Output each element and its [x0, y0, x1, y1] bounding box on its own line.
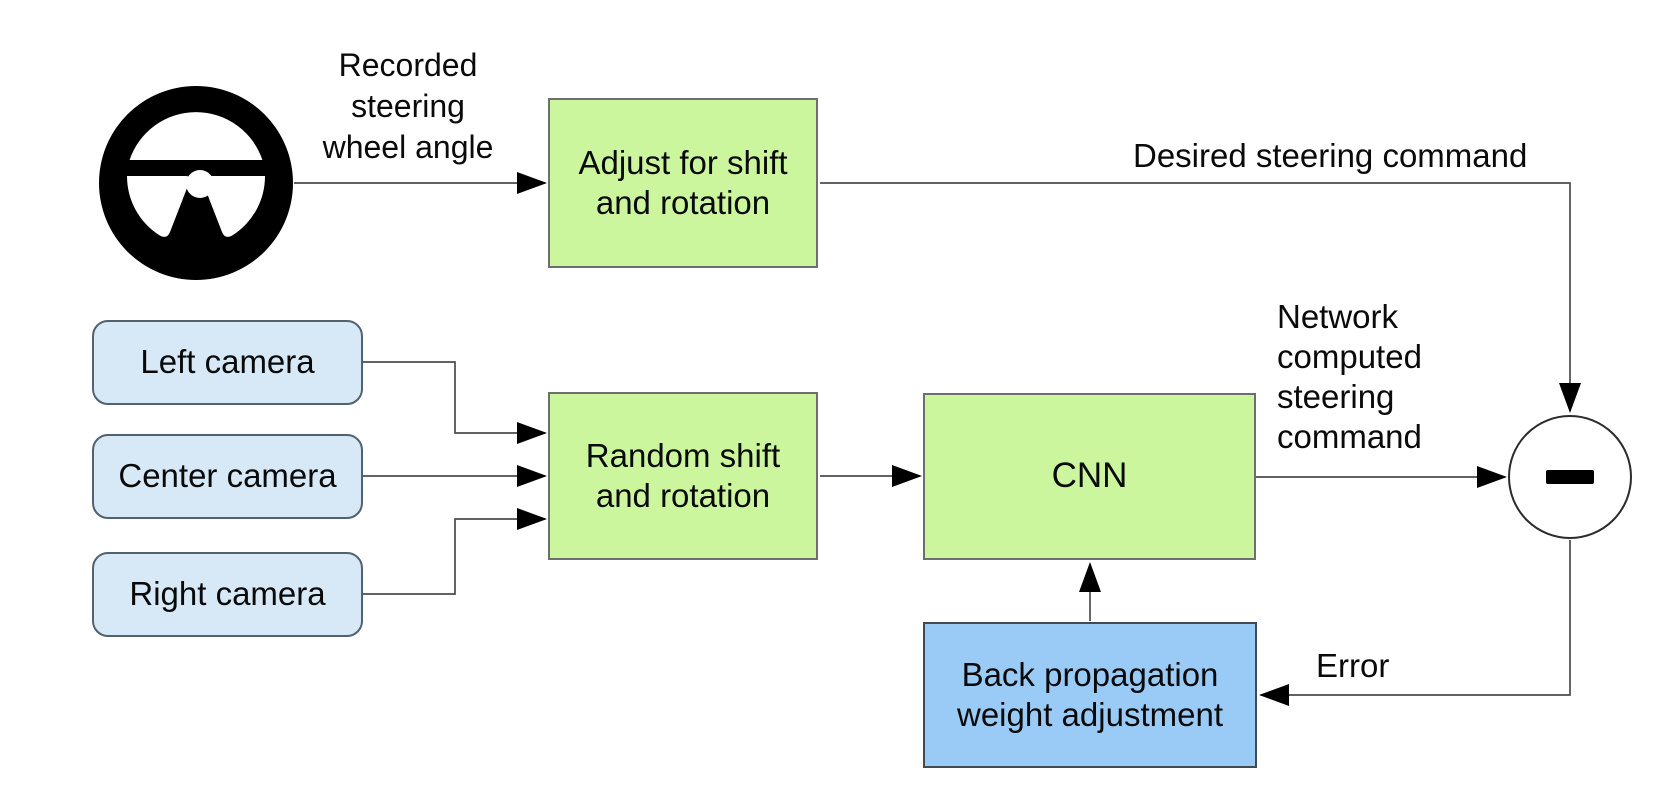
minus-icon	[1546, 470, 1594, 484]
label-recorded-steering-wheel-angle: Recorded steering wheel angle	[288, 45, 528, 168]
node-label: Left camera	[140, 343, 315, 381]
node-adjust-for-shift-and-rotation: Adjust for shift and rotation	[548, 98, 818, 268]
node-left-camera: Left camera	[92, 320, 363, 405]
node-back-propagation: Back propagation weight adjustment	[923, 622, 1257, 768]
label-text: Desired steering command	[1133, 137, 1528, 174]
node-center-camera: Center camera	[92, 434, 363, 519]
label-line: steering	[1277, 378, 1395, 415]
node-label-line: Adjust for shift	[578, 143, 788, 181]
connector-minus-to-backprop	[1259, 540, 1571, 706]
label-network-computed-steering-command: Network computed steering command	[1277, 297, 1422, 457]
label-line: command	[1277, 418, 1422, 455]
node-right-camera: Right camera	[92, 552, 363, 637]
label-error: Error	[1316, 646, 1389, 686]
node-label-line: and rotation	[595, 184, 771, 221]
label-line: Recorded	[338, 47, 478, 83]
node-label-line: Back propagation	[961, 655, 1219, 693]
node-label: Center camera	[118, 457, 337, 495]
node-label: Right camera	[129, 575, 326, 613]
node-label-line: and rotation	[595, 477, 771, 514]
node-cnn: CNN	[923, 393, 1256, 560]
node-random-shift-and-rotation: Random shift and rotation	[548, 392, 818, 560]
label-line: wheel angle	[322, 129, 494, 165]
label-line: steering	[351, 88, 465, 124]
node-label-line: Random shift	[585, 436, 781, 474]
connector-right-camera-to-random	[363, 508, 547, 595]
node-label-line: weight adjustment	[957, 696, 1223, 733]
steering-wheel-icon	[99, 86, 293, 280]
label-desired-steering-command: Desired steering command	[1133, 136, 1527, 176]
label-line: Network	[1277, 298, 1399, 335]
connector-left-camera-to-random	[363, 361, 547, 444]
label-text: Error	[1316, 647, 1390, 684]
label-line: computed	[1277, 338, 1422, 375]
node-label: CNN	[1051, 456, 1128, 496]
connector-adjust-to-minus	[820, 182, 1581, 413]
minus-node	[1508, 415, 1632, 539]
